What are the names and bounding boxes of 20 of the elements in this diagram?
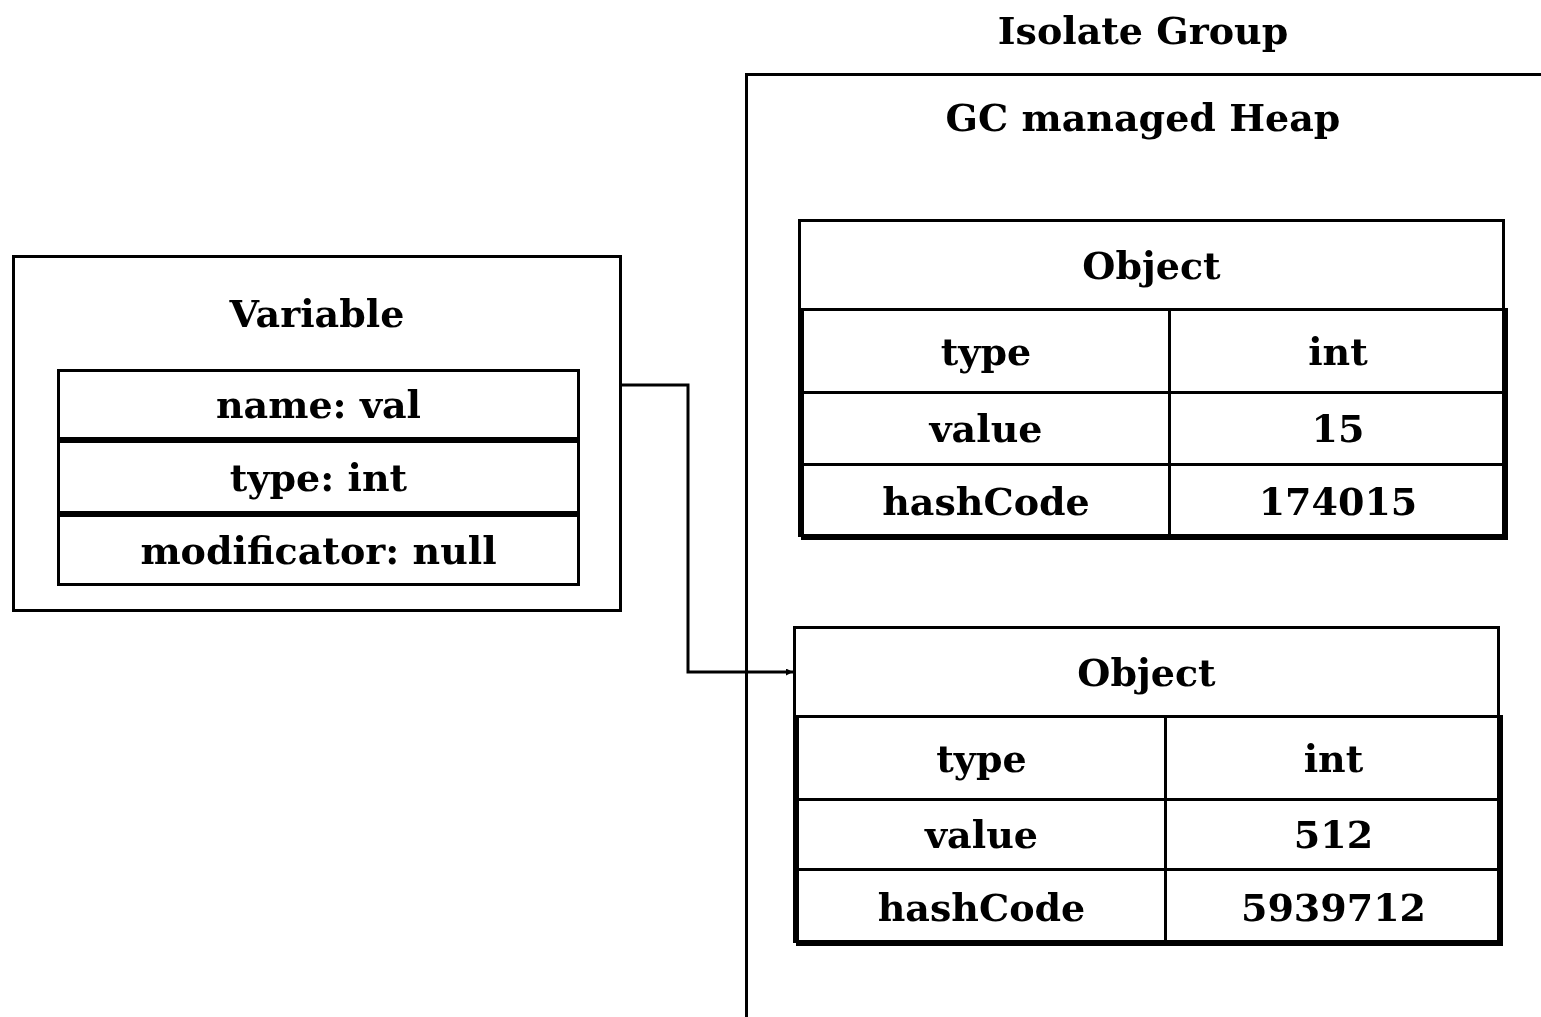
field-value-cell: hashCode <box>801 463 1171 540</box>
field-name-cell: 174015 <box>1168 463 1508 540</box>
field-name-cell: type <box>796 715 1167 801</box>
object-table <box>793 626 1500 943</box>
table-title: Object <box>1076 648 1217 697</box>
field-row: type: int <box>57 440 580 514</box>
field-row: modificator: null <box>57 514 580 586</box>
field-name-cell: int <box>1168 308 1508 394</box>
object-table <box>798 219 1505 537</box>
field-value-cell: int <box>1164 715 1503 801</box>
group-title: Isolate Group <box>996 6 1290 55</box>
heap-title: GC managed Heap <box>944 93 1342 142</box>
field-value-cell: 5939712 <box>1164 868 1503 946</box>
table-title: Object <box>1081 241 1222 290</box>
box-title: Variable <box>228 289 406 338</box>
variable-box <box>12 255 622 612</box>
field-row: name: val <box>57 369 580 440</box>
field-name-cell: hashCode <box>796 868 1167 946</box>
arrow <box>622 383 793 676</box>
field-value-cell: type <box>801 308 1171 394</box>
